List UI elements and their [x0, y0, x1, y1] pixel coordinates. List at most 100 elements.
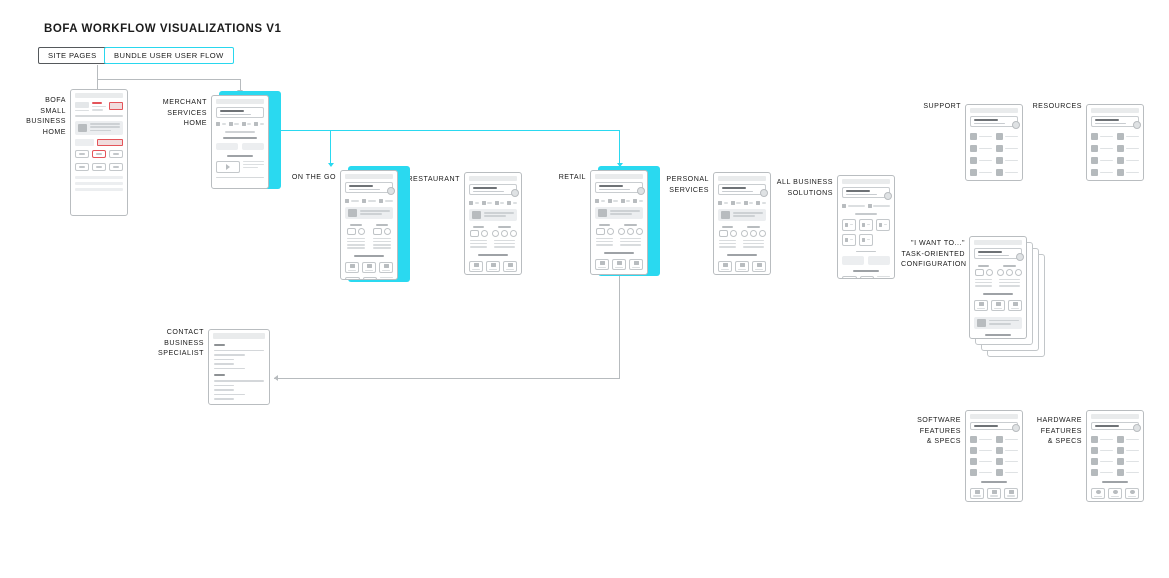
section-rule — [980, 481, 1008, 483]
card-button-highlight[interactable] — [92, 149, 106, 158]
card-button[interactable] — [75, 149, 89, 158]
node-support[interactable]: SUPPORT — [923, 102, 1023, 181]
avatar-badge-icon — [637, 187, 645, 196]
solution-tile-row — [842, 218, 890, 231]
on-the-go-card[interactable] — [340, 170, 398, 280]
bofa-home-card[interactable] — [70, 89, 128, 216]
card-button[interactable] — [109, 149, 123, 158]
card-button[interactable] — [345, 277, 360, 279]
merchant-services-card[interactable] — [211, 95, 269, 189]
section-rule — [75, 115, 123, 117]
card-button[interactable] — [859, 275, 875, 278]
personal-services-card[interactable] — [713, 172, 771, 275]
node-all-business-solutions-label: ALL BUSINESS SOLUTIONS — [776, 178, 833, 197]
feature-tile[interactable] — [752, 261, 766, 273]
solution-tile[interactable] — [859, 218, 873, 231]
card-button[interactable] — [842, 275, 857, 278]
feature-tile[interactable] — [1004, 487, 1018, 499]
video-play-tile[interactable] — [216, 160, 240, 173]
node-resources[interactable]: RESOURCES — [1033, 102, 1144, 181]
feature-tile[interactable] — [379, 262, 393, 274]
tab-bundle-user-user-flow[interactable]: BUNDLE USER USER FLOW — [104, 47, 234, 64]
feature-tile[interactable] — [974, 300, 988, 312]
hardware-features-card[interactable] — [1086, 410, 1144, 502]
avatar-badge-icon — [1133, 424, 1141, 432]
node-contact-specialist[interactable]: CONTACT BUSINESS SPECIALIST — [158, 328, 270, 405]
tile-row — [970, 487, 1018, 499]
feature-tile[interactable] — [1125, 487, 1139, 499]
media-lines — [733, 212, 763, 218]
card-topbar — [718, 176, 766, 181]
feature-tile[interactable] — [629, 259, 643, 271]
card-topbar — [75, 93, 123, 98]
feature-tile[interactable] — [970, 487, 984, 499]
node-bofa-home[interactable]: BOFA SMALL BUSINESS HOME — [26, 89, 128, 216]
list-item-row — [1091, 157, 1139, 165]
node-retail[interactable]: RETAIL — [559, 166, 660, 276]
card-topbar — [595, 174, 643, 179]
card-button[interactable] — [595, 274, 610, 275]
feature-tile[interactable] — [991, 300, 1005, 312]
node-personal-services[interactable]: PERSONAL SERVICES — [666, 172, 771, 275]
tab-site-pages[interactable]: SITE PAGES — [38, 47, 107, 64]
feature-tile[interactable] — [718, 261, 732, 273]
feature-tile[interactable] — [612, 259, 626, 271]
node-contact-specialist-label: CONTACT BUSINESS SPECIALIST — [157, 328, 204, 357]
feature-tile[interactable] — [486, 261, 500, 273]
card-button[interactable] — [613, 274, 628, 275]
feature-tile[interactable] — [469, 261, 483, 273]
footer-text — [630, 274, 643, 275]
card-button[interactable] — [362, 277, 378, 279]
cta-highlight-box[interactable] — [109, 102, 123, 110]
connector-contact-tip — [274, 378, 278, 379]
card-title-line — [978, 251, 1002, 253]
feature-tile[interactable] — [1008, 300, 1022, 312]
card-button[interactable] — [109, 162, 123, 171]
comparison-column — [595, 224, 614, 247]
node-restaurant[interactable]: RESTAURANT — [407, 172, 522, 275]
media-thumb — [472, 211, 481, 220]
list-item-row — [970, 447, 1018, 454]
card-title-box — [345, 182, 395, 196]
list-item-row — [1091, 436, 1139, 443]
card-title-line — [974, 119, 998, 121]
node-i-want-to[interactable]: "I WANT TO..." TASK-ORIENTED CONFIGURATI… — [901, 236, 1045, 357]
node-merchant-services[interactable]: MERCHANT SERVICES HOME — [163, 91, 281, 189]
feature-tile[interactable] — [735, 261, 749, 273]
node-all-business-solutions[interactable]: ALL BUSINESS SOLUTIONS — [777, 175, 895, 279]
node-i-want-to-label: "I WANT TO..." TASK-ORIENTED CONFIGURATI… — [901, 239, 967, 268]
node-on-the-go[interactable]: ON THE GO — [292, 166, 410, 282]
section-rule — [852, 269, 880, 272]
card-button[interactable] — [92, 162, 106, 171]
feature-tile[interactable] — [1108, 487, 1122, 499]
feature-tile[interactable] — [362, 262, 376, 274]
solution-tile[interactable] — [859, 233, 873, 246]
card-button[interactable] — [75, 162, 89, 171]
card-topbar — [970, 414, 1018, 419]
feature-tile[interactable] — [345, 262, 359, 274]
feature-tile[interactable] — [595, 259, 609, 271]
software-features-card[interactable] — [965, 410, 1023, 502]
solution-tile[interactable] — [842, 218, 856, 231]
promo-highlight[interactable] — [96, 138, 123, 146]
restaurant-card[interactable] — [464, 172, 522, 275]
card-title-box — [469, 184, 519, 198]
node-support-label: SUPPORT — [923, 102, 961, 110]
i-want-to-card[interactable] — [969, 236, 1027, 339]
solution-tile[interactable] — [876, 218, 890, 231]
promo-row — [75, 138, 123, 146]
resources-card[interactable] — [1086, 104, 1144, 181]
feature-tile[interactable] — [987, 487, 1001, 499]
comparison-columns — [974, 265, 1022, 288]
support-card[interactable] — [965, 104, 1023, 181]
solution-tile[interactable] — [842, 233, 856, 246]
all-business-solutions-card[interactable] — [837, 175, 895, 279]
retail-card[interactable] — [590, 170, 648, 275]
node-hardware-features[interactable]: HARDWARE FEATURES & SPECS — [1037, 410, 1144, 502]
connector-to-retail — [619, 130, 621, 166]
node-hardware-features-label: HARDWARE FEATURES & SPECS — [1036, 416, 1082, 445]
contact-specialist-card[interactable] — [208, 329, 270, 405]
feature-tile[interactable] — [1091, 487, 1105, 499]
node-software-features[interactable]: SOFTWARE FEATURES & SPECS — [917, 410, 1023, 502]
feature-tile[interactable] — [503, 261, 517, 273]
